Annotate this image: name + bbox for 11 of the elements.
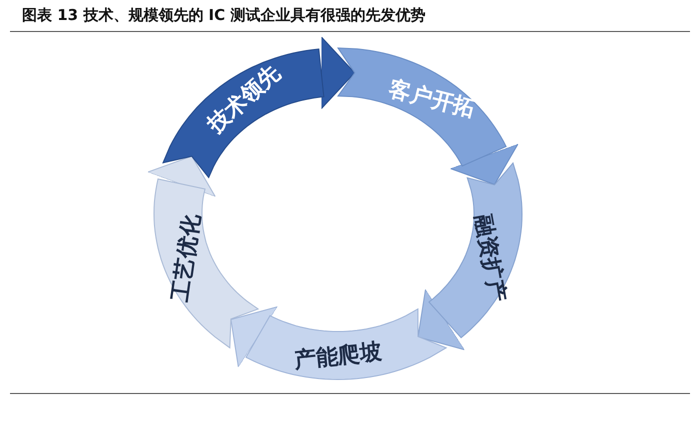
segment-label: 技术领先	[202, 60, 286, 140]
segment-label: 工艺优化	[166, 212, 206, 304]
arrow-head	[320, 36, 356, 110]
segment-label: 融资扩产	[468, 212, 511, 304]
arrow-head	[417, 288, 466, 350]
segment-label: 产能爬坡	[292, 338, 384, 376]
segment-label: 客户开拓	[386, 76, 478, 124]
arrow-head	[450, 143, 519, 185]
figure-title: 图表 13 技术、规模领先的 IC 测试企业具有很强的先发优势	[22, 6, 426, 25]
arrow-head	[147, 156, 216, 198]
arrow-head	[230, 306, 278, 368]
